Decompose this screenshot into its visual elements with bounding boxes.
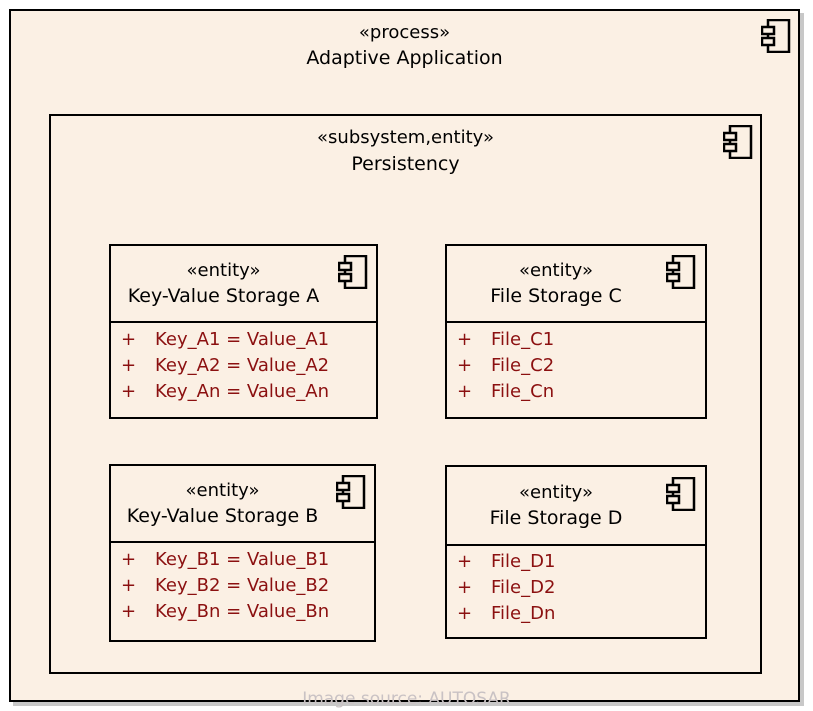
visibility-marker: + — [121, 549, 137, 570]
entity-stereotype: «entity» — [185, 480, 260, 501]
visibility-marker: + — [457, 551, 473, 572]
visibility-marker: + — [457, 577, 473, 598]
attribute-text: File_Cn — [491, 381, 555, 402]
attribute-text: Key_A2 = Value_A2 — [155, 355, 330, 376]
visibility-marker: + — [121, 601, 137, 622]
component-icon — [666, 477, 696, 511]
attribute-text: Key_A1 = Value_A1 — [155, 329, 330, 350]
visibility-marker: + — [457, 381, 473, 402]
component-icon — [761, 19, 791, 53]
entity-header: «entity» File Storage D — [447, 467, 705, 546]
entity-key-value-storage-b[interactable]: «entity» Key-Value Storage B + Key_B1 = … — [109, 464, 376, 642]
entity-name: Key-Value Storage A — [127, 285, 320, 307]
visibility-marker: + — [121, 575, 137, 596]
entity-name: File Storage D — [489, 507, 623, 529]
entity-key-value-storage-a[interactable]: «entity» Key-Value Storage A + Key_A1 = … — [109, 244, 378, 419]
visibility-marker: + — [457, 603, 473, 624]
attribute-row: + File_C2 — [447, 355, 705, 381]
attribute-text: Key_B2 = Value_B2 — [155, 575, 330, 596]
attribute-row: + Key_A2 = Value_A2 — [111, 355, 376, 381]
attribute-text: Key_Bn = Value_Bn — [155, 601, 330, 622]
entity-header: «entity» Key-Value Storage A — [111, 246, 376, 323]
entity-header: «entity» File Storage C — [447, 246, 705, 323]
process-stereotype: «process» — [358, 22, 451, 43]
component-icon — [338, 255, 368, 289]
attribute-row: + File_C1 — [447, 329, 705, 355]
attribute-text: File_D1 — [491, 551, 556, 572]
entity-name: Key-Value Storage B — [126, 505, 319, 527]
attribute-row: + Key_B2 = Value_B2 — [111, 575, 374, 601]
visibility-marker: + — [121, 329, 137, 350]
entity-header: «entity» Key-Value Storage B — [111, 466, 374, 543]
entity-stereotype: «entity» — [186, 260, 261, 281]
attribute-row: + Key_An = Value_An — [111, 381, 376, 407]
attribute-row: + File_Dn — [447, 603, 705, 629]
attribute-row: + Key_B1 = Value_B1 — [111, 549, 374, 575]
attribute-text: File_D2 — [491, 577, 556, 598]
attribute-row: + File_D1 — [447, 551, 705, 577]
attribute-row: + File_D2 — [447, 577, 705, 603]
entity-file-storage-d[interactable]: «entity» File Storage D + File_D1 + File… — [445, 465, 707, 639]
attribute-text: File_C2 — [491, 355, 555, 376]
entity-stereotype: «entity» — [519, 482, 593, 503]
subsystem-name: Persistency — [351, 153, 460, 175]
component-icon — [336, 475, 366, 509]
image-source-watermark: Image source: AUTOSAR — [302, 689, 511, 709]
attribute-row: + Key_Bn = Value_Bn — [111, 601, 374, 627]
visibility-marker: + — [457, 355, 473, 376]
entity-name: File Storage C — [490, 285, 622, 307]
attribute-row: + File_Cn — [447, 381, 705, 407]
process-name: Adaptive Application — [306, 47, 503, 69]
entity-file-storage-c[interactable]: «entity» File Storage C + File_C1 + File… — [445, 244, 707, 419]
attribute-text: File_Dn — [491, 603, 556, 624]
visibility-marker: + — [121, 355, 137, 376]
attribute-text: File_C1 — [491, 329, 555, 350]
subsystem-stereotype: «subsystem,entity» — [317, 127, 494, 148]
visibility-marker: + — [121, 381, 137, 402]
entity-stereotype: «entity» — [519, 260, 593, 281]
component-icon — [723, 125, 753, 159]
visibility-marker: + — [457, 329, 473, 350]
attribute-row: + Key_A1 = Value_A1 — [111, 329, 376, 355]
attribute-text: Key_B1 = Value_B1 — [155, 549, 330, 570]
component-icon — [666, 255, 696, 289]
attribute-text: Key_An = Value_An — [155, 381, 330, 402]
